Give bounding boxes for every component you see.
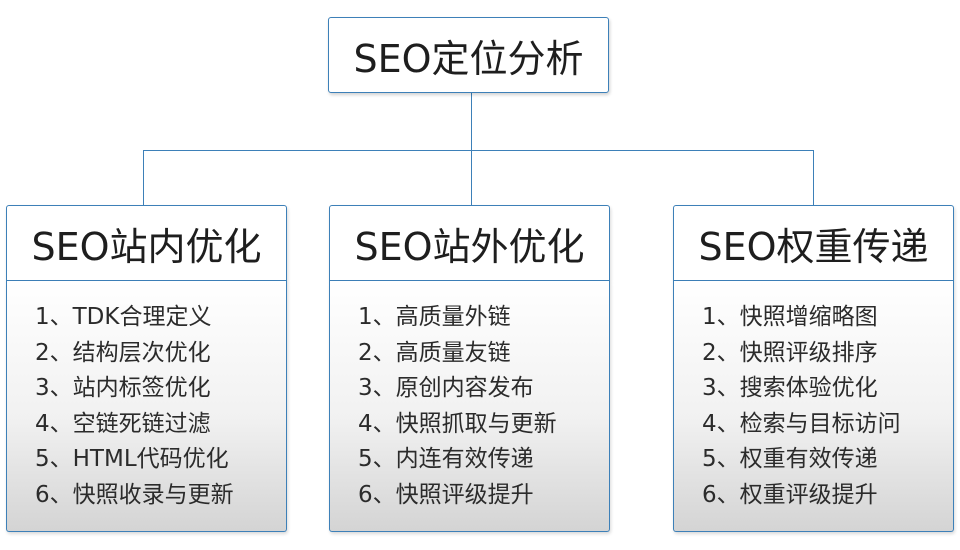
list-item: 3、搜索体验优化 [702,375,878,402]
connector-horizontal [143,150,814,151]
list-item: 2、快照评级排序 [702,339,878,366]
list-item: 6、权重评级提升 [702,481,878,508]
list-item: 5、内连有效传递 [358,446,534,473]
column-header: SEO权重传递 [673,205,954,281]
list-item: 2、结构层次优化 [35,339,211,366]
list-item: 1、TDK合理定义 [35,304,212,330]
list-item: 3、站内标签优化 [35,375,211,402]
list-item: 1、高质量外链 [358,304,511,330]
list-item: 3、原创内容发布 [358,375,534,402]
list-item: 5、HTML代码优化 [35,446,229,473]
column-list: 1、高质量外链 2、高质量友链 3、原创内容发布 4、快照抓取与更新 5、内连有… [329,281,610,532]
column-header: SEO站内优化 [6,205,287,281]
column-title: SEO站内优化 [31,224,262,269]
list-item: 6、快照评级提升 [358,481,534,508]
column-title: SEO权重传递 [698,224,929,269]
list-item: 2、高质量友链 [358,339,511,366]
column-list: 1、TDK合理定义 2、结构层次优化 3、站内标签优化 4、空链死链过滤 5、H… [6,281,287,532]
list-item: 4、检索与目标访问 [702,410,901,437]
list-item: 5、权重有效传递 [702,446,878,473]
column-title: SEO站外优化 [354,224,585,269]
root-title: SEO定位分析 [353,36,584,81]
connector-left-down [143,150,144,205]
column-list: 1、快照增缩略图 2、快照评级排序 3、搜索体验优化 4、检索与目标访问 5、权… [673,281,954,532]
connector-root-down [471,93,472,151]
list-item: 1、快照增缩略图 [702,304,878,330]
list-item: 4、空链死链过滤 [35,410,211,437]
list-item: 6、快照收录与更新 [35,481,234,508]
root-node: SEO定位分析 [328,17,609,93]
connector-center-down [471,150,472,205]
list-item: 4、快照抓取与更新 [358,410,557,437]
connector-right-down [813,150,814,205]
column-header: SEO站外优化 [329,205,610,281]
